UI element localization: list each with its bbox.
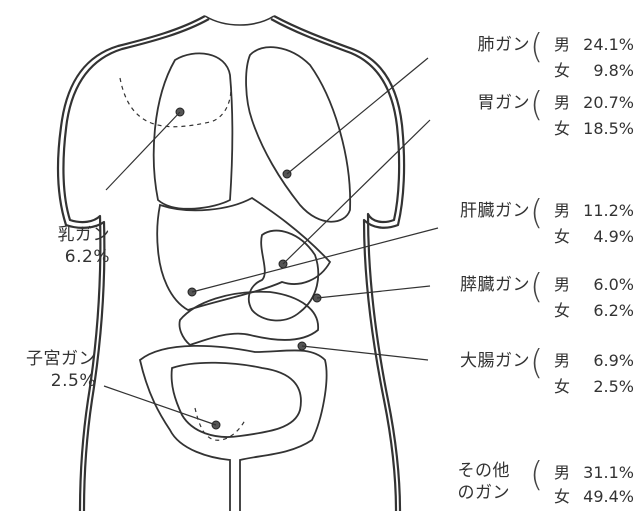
stomach-female-pct: 18.5% (576, 118, 634, 139)
pancreas-female-sex: 女 (554, 300, 576, 321)
stomach-leader (283, 120, 430, 264)
other-label: その他 のガン (420, 460, 510, 504)
pancreas-male-sex: 男 (554, 274, 576, 295)
colon-shape (140, 346, 327, 511)
lung-female-pct: 9.8% (576, 60, 634, 81)
lung-leader (287, 58, 428, 174)
stomach-paren: ( (530, 88, 543, 122)
uterus-label: 子宮ガン 2.5% (0, 348, 96, 392)
uterus-pct: 2.5% (0, 370, 96, 392)
pancreas-leader (317, 286, 430, 298)
lung-name: 肺ガン (430, 34, 530, 56)
breast-pct: 6.2% (20, 246, 110, 268)
colon-female-pct: 2.5% (576, 376, 634, 397)
other-name-line2: のガン (420, 482, 510, 504)
liver-male-sex: 男 (554, 200, 576, 221)
colon-leader (302, 346, 428, 360)
stomach-female-sex: 女 (554, 118, 576, 139)
pancreas-female-pct: 6.2% (576, 300, 634, 321)
colon-male-sex: 男 (554, 350, 576, 371)
uterus-name: 子宮ガン (0, 348, 96, 370)
colon-female-sex: 女 (554, 376, 576, 397)
other-male-pct: 31.1% (576, 462, 634, 483)
colon-name: 大腸ガン (430, 350, 530, 372)
liver-female-sex: 女 (554, 226, 576, 247)
stomach-male-pct: 20.7% (576, 92, 634, 113)
liver-paren: ( (530, 196, 543, 230)
lung-male-pct: 24.1% (576, 34, 634, 55)
breast-leader (106, 112, 180, 190)
breast-outline-dashed (120, 78, 231, 127)
liver-leader (192, 228, 438, 292)
uterus-leader (104, 386, 216, 425)
colon-paren: ( (530, 346, 543, 380)
liver-female-pct: 4.9% (576, 226, 634, 247)
neck-line (205, 16, 274, 25)
lung-left-shape (154, 53, 233, 208)
pancreas-paren: ( (530, 270, 543, 304)
lung-female-sex: 女 (554, 60, 576, 81)
breast-name: 乳ガン (20, 224, 110, 246)
small-intestine-shape (172, 363, 301, 437)
liver-male-pct: 11.2% (576, 200, 634, 221)
other-female-sex: 女 (554, 486, 576, 507)
pancreas-name: 膵臓ガン (430, 274, 530, 296)
colon-male-pct: 6.9% (576, 350, 634, 371)
other-male-sex: 男 (554, 462, 576, 483)
lung-male-sex: 男 (554, 34, 576, 55)
breast-label: 乳ガン 6.2% (20, 224, 110, 268)
stomach-name: 胃ガン (430, 92, 530, 114)
lung-paren: ( (530, 30, 543, 64)
liver-name: 肝臓ガン (430, 200, 530, 222)
pancreas-male-pct: 6.0% (576, 274, 634, 295)
other-female-pct: 49.4% (576, 486, 634, 507)
torso-outline-inner-right (271, 19, 400, 511)
torso-outline-outer-right (274, 16, 404, 511)
stomach-male-sex: 男 (554, 92, 576, 113)
other-paren: ( (530, 458, 543, 492)
other-name-line1: その他 (420, 460, 510, 482)
